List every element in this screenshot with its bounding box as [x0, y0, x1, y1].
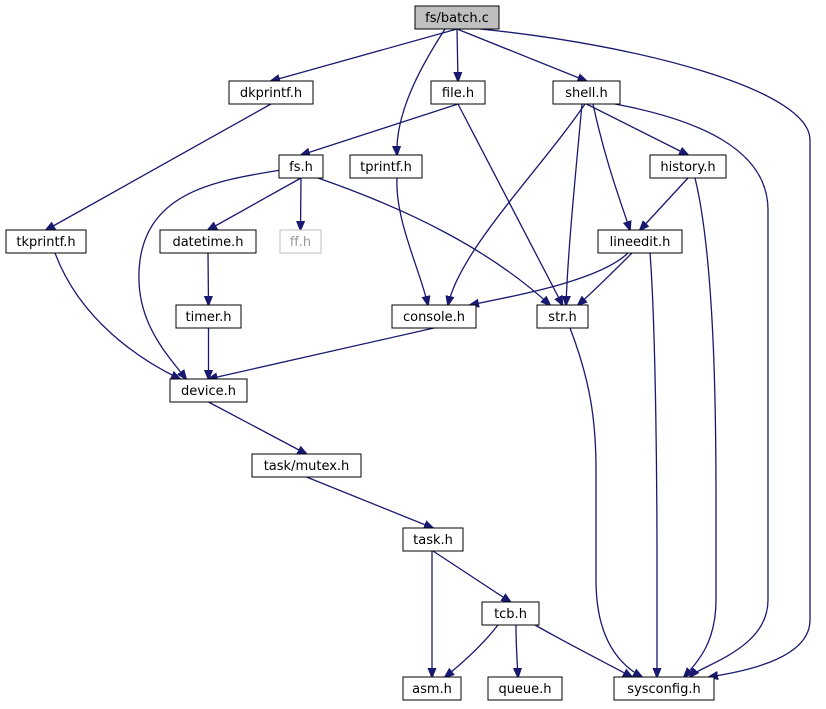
node-tcb[interactable]: tcb.h [481, 601, 540, 626]
node-label: fs/batch.c [425, 11, 489, 26]
edge-console-to-device [209, 327, 435, 379]
node-box [402, 676, 462, 701]
node-box [251, 453, 362, 478]
edge-lineedit-to-str [578, 252, 633, 305]
edge-history-to-sysconfig [684, 177, 717, 677]
node-timer[interactable]: timer.h [175, 304, 242, 329]
node-ff[interactable]: ff.h [279, 229, 322, 254]
edge-batch-to-sysconfig [479, 28, 811, 677]
edge-mutex-to-task [306, 476, 434, 528]
edge-batch-to-file [457, 28, 458, 81]
edge-str-to-sysconfig [569, 327, 642, 677]
node-file[interactable]: file.h [430, 80, 486, 105]
node-box [481, 601, 540, 626]
node-box [391, 304, 477, 329]
node-box [278, 154, 324, 179]
node-mutex[interactable]: task/mutex.h [251, 453, 362, 478]
node-box [487, 676, 563, 701]
node-label: asm.h [412, 682, 452, 697]
node-label: queue.h [498, 682, 551, 697]
edge-task-to-tcb [432, 550, 511, 602]
edge-fs-to-device [138, 169, 282, 379]
node-box [279, 229, 322, 254]
node-fs[interactable]: fs.h [278, 154, 324, 179]
edge-history-to-lineedit [640, 177, 689, 230]
node-task[interactable]: task.h [402, 527, 464, 552]
node-datetime[interactable]: datetime.h [159, 229, 257, 254]
edge-tprintf-to-console [396, 177, 428, 305]
edge-lineedit-to-sysconfig [649, 252, 657, 677]
node-history[interactable]: history.h [649, 154, 727, 179]
node-label: ff.h [290, 235, 311, 250]
node-sysconfig[interactable]: sysconfig.h [613, 676, 715, 701]
edge-tcb-to-sysconfig [534, 624, 632, 677]
node-label: tkprintf.h [16, 235, 75, 250]
edge-file-to-fs [301, 103, 459, 155]
node-box [159, 229, 257, 254]
node-console[interactable]: console.h [391, 304, 477, 329]
dependency-edges [46, 28, 811, 677]
node-device[interactable]: device.h [169, 378, 248, 403]
edge-shell-to-history [586, 103, 689, 155]
edge-shell-to-lineedit [592, 103, 630, 230]
node-label: dkprintf.h [240, 86, 302, 101]
edge-tcb-to-queue [516, 624, 518, 677]
node-box [349, 154, 423, 179]
edge-fs-to-ff [301, 177, 302, 230]
node-asm[interactable]: asm.h [402, 676, 462, 701]
node-label: task/mutex.h [264, 459, 350, 474]
node-tprintf[interactable]: tprintf.h [349, 154, 423, 179]
edge-batch-to-tprintf [397, 28, 446, 155]
node-label: lineedit.h [610, 235, 671, 250]
edge-batch-to-shell [456, 28, 587, 81]
node-label: sysconfig.h [627, 682, 700, 697]
node-box [552, 80, 621, 105]
node-dkprintf[interactable]: dkprintf.h [228, 80, 314, 105]
node-label: timer.h [186, 310, 232, 325]
node-lineedit[interactable]: lineedit.h [597, 229, 683, 254]
node-label: history.h [660, 160, 715, 175]
edge-fs-to-datetime [208, 177, 302, 230]
edge-device-to-mutex [208, 401, 307, 454]
node-label: tcb.h [494, 607, 527, 622]
node-box [536, 304, 589, 329]
edge-batch-to-dkprintf [271, 28, 458, 81]
edge-shell-to-console [448, 103, 586, 305]
edge-file-to-str [457, 103, 563, 305]
node-str[interactable]: str.h [536, 304, 589, 329]
node-box [414, 5, 500, 30]
node-label: tprintf.h [360, 160, 412, 175]
edge-shell-to-sysconfig [614, 103, 769, 677]
node-box [402, 527, 464, 552]
node-box [430, 80, 486, 105]
node-label: shell.h [565, 86, 608, 101]
edge-dkprintf-to-tkprintf [46, 103, 272, 230]
node-label: file.h [442, 86, 474, 101]
node-box [169, 378, 248, 403]
node-box [228, 80, 314, 105]
node-box [613, 676, 715, 701]
node-label: console.h [403, 310, 465, 325]
node-tkprintf[interactable]: tkprintf.h [5, 229, 87, 254]
edge-tcb-to-asm [445, 624, 499, 677]
node-box [175, 304, 242, 329]
node-box [649, 154, 727, 179]
node-label: str.h [548, 310, 576, 325]
edge-lineedit-to-console [470, 252, 629, 305]
node-shell[interactable]: shell.h [552, 80, 621, 105]
node-label: task.h [413, 533, 453, 548]
node-label: datetime.h [172, 235, 243, 250]
node-batch[interactable]: fs/batch.c [414, 5, 500, 30]
node-label: fs.h [289, 160, 313, 175]
edge-fs-to-str [317, 177, 550, 305]
node-box [5, 229, 87, 254]
node-label: device.h [181, 384, 236, 399]
file-nodes: fs/batch.c dkprintf.h file.h shell.h fs.h tpr… [5, 5, 727, 701]
node-queue[interactable]: queue.h [487, 676, 563, 701]
node-box [597, 229, 683, 254]
edge-tkprintf-to-device [54, 252, 180, 379]
edge-shell-to-str [566, 103, 583, 305]
edge-datetime-to-timer [208, 252, 209, 305]
